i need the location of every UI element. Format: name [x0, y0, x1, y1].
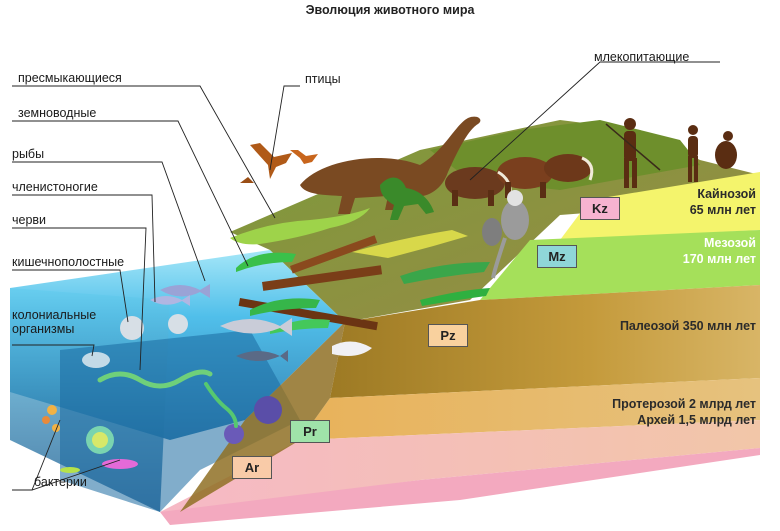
era-label-mz: Мезозой 170 млн лет: [683, 235, 756, 267]
era-age-kz: 65 млн лет: [690, 202, 756, 218]
era-label-kz: Кайнозой 65 млн лет: [690, 186, 756, 218]
label-mammals: млекопитающие: [594, 50, 689, 64]
era-code-pr: Pr: [290, 420, 330, 443]
page-title: Эволюция животного мира: [0, 3, 780, 17]
era-code-kz: Kz: [580, 197, 620, 220]
label-reptiles: пресмыкающиеся: [18, 71, 122, 85]
era-age-mz: 170 млн лет: [683, 251, 756, 267]
era-code-mz: Mz: [537, 245, 577, 268]
label-arthropods: членистоногие: [12, 180, 98, 194]
era-label-pz: Палеозой 350 млн лет: [620, 318, 756, 334]
label-fish: рыбы: [12, 147, 44, 161]
label-bacteria: бактерии: [34, 475, 87, 489]
era-label-ar: Архей 1,5 млрд лет: [637, 412, 756, 428]
era-code-ar: Ar: [232, 456, 272, 479]
era-name-kz: Кайнозой: [690, 186, 756, 202]
era-label-pr: Протерозой 2 млрд лет: [612, 396, 756, 412]
label-cnidarians: кишечнополостные: [12, 255, 124, 269]
era-code-pz: Pz: [428, 324, 468, 347]
label-birds: птицы: [305, 72, 341, 86]
label-amphibians: земноводные: [18, 106, 96, 120]
label-worms: черви: [12, 213, 46, 227]
era-name-mz: Мезозой: [683, 235, 756, 251]
label-colonial-organisms: колониальные организмы: [12, 308, 122, 336]
